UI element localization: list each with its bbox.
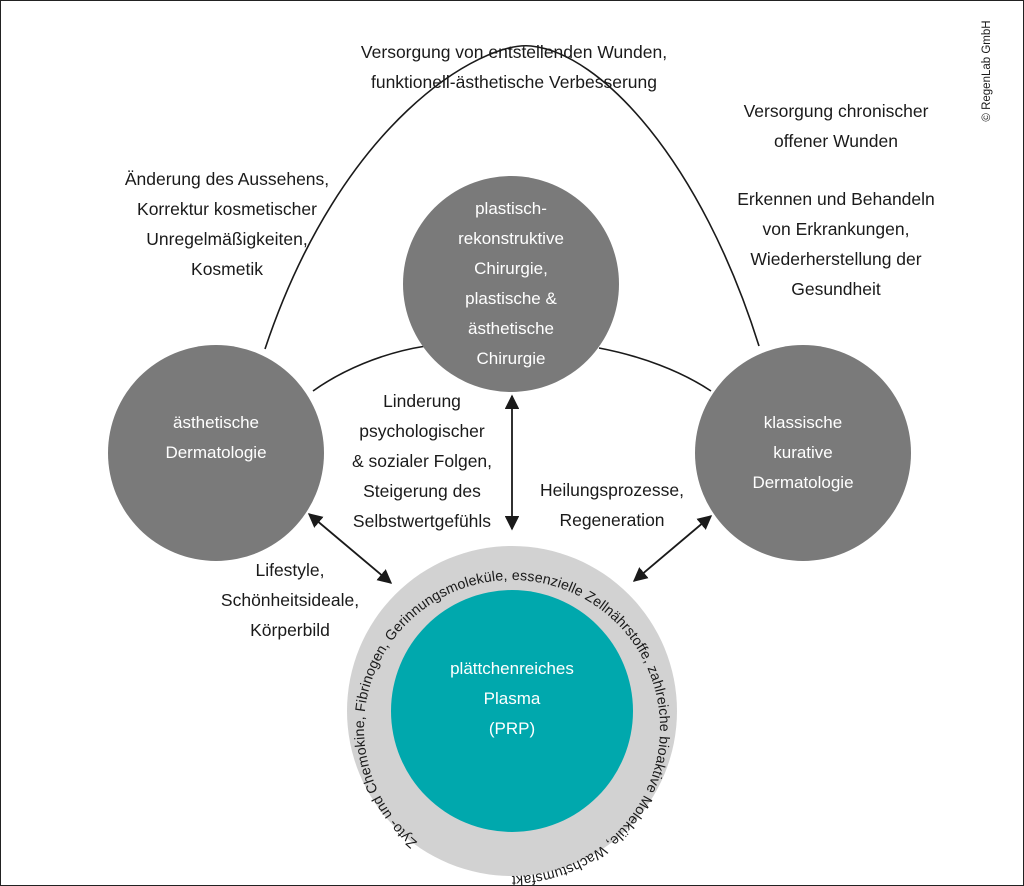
- node-text-line: Chirurgie,: [474, 259, 548, 278]
- label-healing: Heilungsprozesse, Regeneration: [524, 475, 700, 535]
- label-line: Korrektur kosmetischer: [137, 199, 317, 219]
- label-line: Versorgung chronischer: [743, 101, 929, 121]
- label-line: Versorgung von entstellenden Wunden,: [360, 42, 668, 62]
- node-prp: [391, 590, 633, 832]
- arrow-aesthetic-prp: [307, 513, 393, 584]
- node-text-line: plastisch-: [475, 199, 547, 218]
- node-curative-dermatology: [695, 345, 911, 561]
- node-text-line: Plasma: [483, 689, 541, 708]
- node-aesthetic-dermatology-text: ästhetische Dermatologie: [136, 408, 296, 468]
- label-line: Kosmetik: [191, 259, 263, 279]
- arrow-curative-prp: [632, 515, 713, 582]
- label-line: funktionell-ästhetische Verbesserung: [370, 72, 657, 92]
- copyright-notice: © RegenLab GmbH: [981, 20, 993, 122]
- outer-arc-connector: [264, 45, 760, 350]
- node-text-line: ästhetische: [173, 413, 259, 432]
- node-text-line: Dermatologie: [752, 473, 854, 492]
- label-line: Unregelmäßigkeiten,: [146, 229, 308, 249]
- label-line: Erkennen und Behandeln: [737, 189, 935, 209]
- label-line: Wiederherstellung der: [750, 249, 922, 269]
- node-text-line: (PRP): [488, 719, 536, 738]
- label-chronic-wounds: Versorgung chronischer offener Wunden: [721, 96, 951, 156]
- label-line: Selbstwertgefühls: [352, 511, 492, 531]
- label-lifestyle: Lifestyle, Schönheitsideale, Körperbild: [200, 555, 380, 645]
- node-text-line: kurative: [773, 443, 833, 462]
- label-line: von Erkrankungen,: [762, 219, 910, 239]
- label-psych: Linderung psychologischer & sozialer Fol…: [334, 386, 510, 536]
- label-line: Linderung: [383, 391, 461, 411]
- label-line: & sozialer Folgen,: [351, 451, 493, 471]
- node-text-line: klassische: [763, 413, 843, 432]
- node-aesthetic-dermatology: [108, 345, 324, 561]
- label-line: Steigerung des: [363, 481, 481, 501]
- label-line: Regeneration: [559, 510, 665, 530]
- label-line: Heilungsprozesse,: [540, 480, 684, 500]
- node-text-line: ästhetische: [468, 319, 554, 338]
- node-plastic-surgery: [403, 176, 619, 392]
- label-line: Schönheitsideale,: [220, 590, 360, 610]
- label-line: psychologischer: [359, 421, 485, 441]
- node-curative-dermatology-text: klassische kurative Dermatologie: [723, 408, 883, 498]
- label-top-arc: Versorgung von entstellenden Wunden, fun…: [329, 37, 699, 97]
- node-text-line: Chirurgie: [476, 349, 546, 368]
- node-text-line: rekonstruktive: [458, 229, 564, 248]
- label-line: Lifestyle,: [255, 560, 325, 580]
- node-text-line: plastische &: [465, 289, 557, 308]
- label-line: Körperbild: [250, 620, 330, 640]
- node-prp-text: plättchenreiches Plasma (PRP): [412, 654, 612, 744]
- right-upper-connector: [598, 347, 712, 392]
- node-text-line: Dermatologie: [165, 443, 267, 462]
- label-line: Änderung des Aussehens,: [124, 169, 330, 189]
- label-line: offener Wunden: [774, 131, 898, 151]
- label-line: Gesundheit: [791, 279, 881, 299]
- node-text-line: plättchenreiches: [450, 659, 574, 678]
- left-upper-connector: [312, 345, 427, 392]
- label-health: Erkennen und Behandeln von Erkrankungen,…: [721, 184, 951, 304]
- label-appearance: Änderung des Aussehens, Korrektur kosmet…: [101, 164, 353, 284]
- node-plastic-surgery-text: plastisch- rekonstruktive Chirurgie, pla…: [431, 194, 591, 374]
